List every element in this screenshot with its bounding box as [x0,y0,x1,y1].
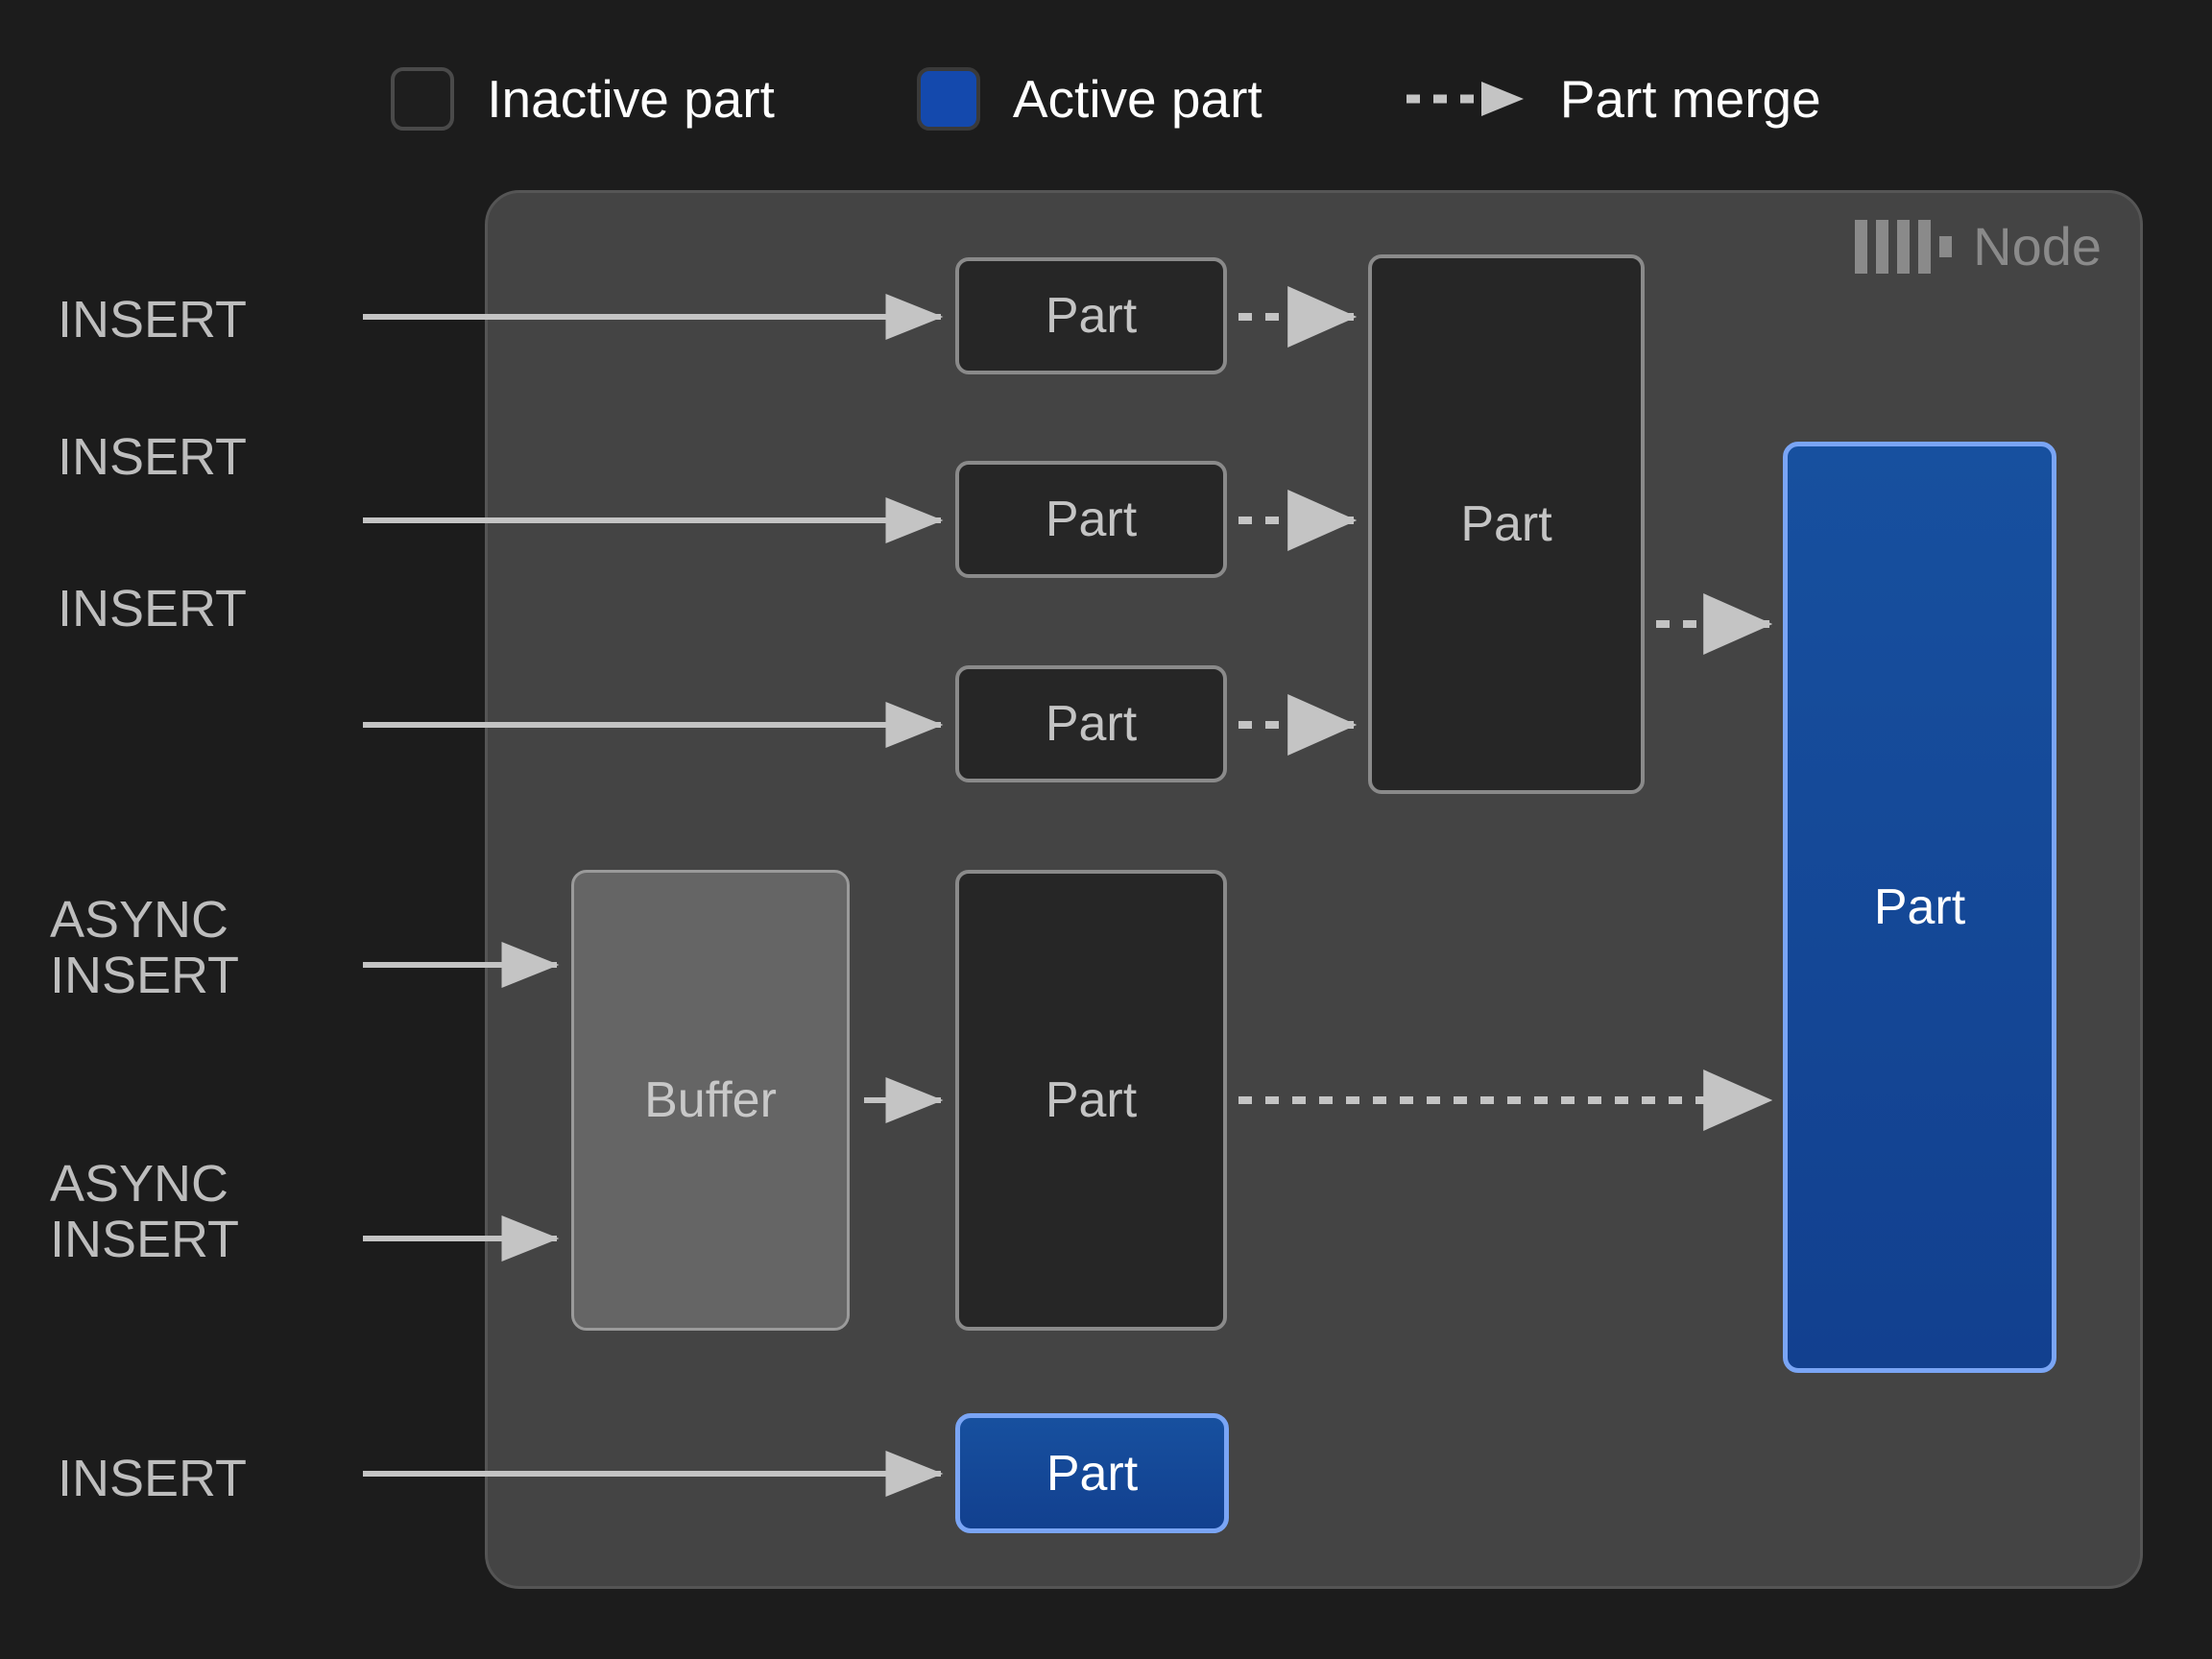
legend: Inactive part Active part Part merge [0,56,2212,142]
part-box-inactive-3[interactable]: Part [955,665,1227,782]
legend-label-inactive-part: Inactive part [487,68,775,129]
source-label-async-insert-1: ASYNC INSERT [50,891,240,1004]
legend-item-active-part: Active part [916,67,1262,131]
legend-label-active-part: Active part [1012,68,1262,129]
source-label-async-insert-2: ASYNC INSERT [50,1155,240,1268]
part-box-from-buffer[interactable]: Part [955,870,1227,1331]
dashed-arrow-icon [1405,80,1527,118]
node-label: Node [1973,216,2102,276]
inactive-part-swatch-icon [391,67,455,131]
clickhouse-logo-icon [1855,220,1953,274]
part-box-merged[interactable]: Part [1368,254,1645,794]
legend-label-part-merge: Part merge [1559,68,1821,129]
source-label-insert-1: INSERT [58,291,248,349]
legend-item-part-merge: Part merge [1405,68,1821,129]
buffer-box[interactable]: Buffer [571,870,850,1331]
node-badge: Node [1855,220,2102,274]
part-box-active-big[interactable]: Part [1783,442,2056,1373]
legend-item-inactive-part: Inactive part [391,67,775,131]
part-box-inactive-2[interactable]: Part [955,461,1227,578]
source-label-insert-3: INSERT [58,580,248,637]
active-part-swatch-icon [916,67,980,131]
source-label-insert-4: INSERT [58,1450,248,1507]
source-label-insert-2: INSERT [58,428,248,486]
part-box-inactive-1[interactable]: Part [955,257,1227,374]
part-box-active-small[interactable]: Part [955,1413,1229,1533]
